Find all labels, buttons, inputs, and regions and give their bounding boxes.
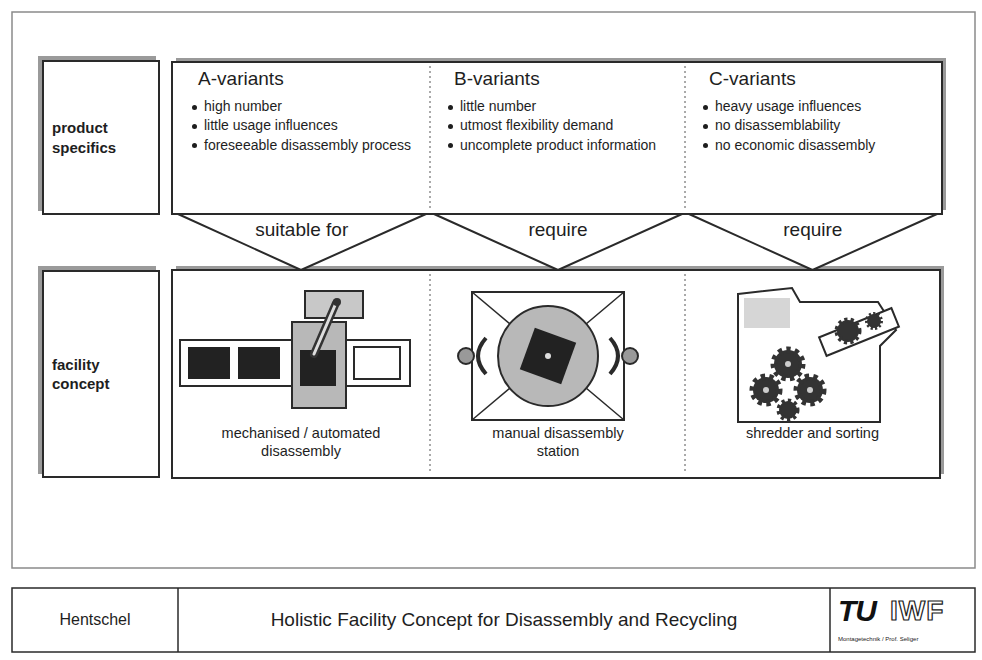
facility-caption: shredder and sorting [744, 424, 881, 442]
box-label: Hentschel [59, 611, 130, 629]
bullet-item: no disassemblability [701, 116, 931, 134]
box-label: facility concept [52, 355, 150, 394]
bullet-item: high number [190, 97, 420, 115]
page-frame [12, 12, 975, 568]
shredder-illustration [738, 288, 899, 422]
bullet-item: foreseeable disassembly process [190, 136, 420, 154]
variant-heading: C-variants [709, 68, 931, 91]
facility-column: manual disassembly station [432, 272, 684, 476]
footer-frame [12, 588, 975, 652]
manual-station-illustration [458, 292, 638, 420]
box-label: product specifics [52, 118, 150, 157]
footer-divider [177, 588, 179, 652]
diagram-title: Holistic Facility Concept for Disassembl… [180, 590, 828, 650]
author-cell: Hentschel [14, 590, 176, 650]
logo-text: IWF [890, 595, 944, 627]
bullet-item: little usage influences [190, 116, 420, 134]
variant-column: C-variants heavy usage influencesno disas… [687, 64, 939, 212]
funnel-connector [434, 214, 682, 270]
automated-line-illustration [180, 291, 410, 408]
column-divider [685, 66, 686, 210]
bullet-item: no economic disassembly [701, 136, 931, 154]
bullet-item: little number [446, 97, 676, 115]
logo-subtext: Montagetechnik / Prof. Seliger [838, 636, 918, 642]
variant-heading: A-variants [198, 68, 420, 91]
bullet-item: heavy usage influences [701, 97, 931, 115]
connector-label: require [525, 219, 590, 241]
funnel-connector [178, 214, 426, 270]
column-divider [430, 66, 431, 210]
footer-divider [829, 588, 831, 652]
row-label-box: product specifics [42, 60, 160, 215]
facility-band [172, 270, 940, 478]
variant-column: A-variants high numberlittle usage influe… [176, 64, 428, 212]
logo-text: TU [838, 594, 876, 628]
connector-label: require [780, 219, 845, 241]
row-label-box: facility concept [42, 270, 160, 478]
connector-label: suitable for [252, 219, 351, 241]
product-band [172, 62, 942, 214]
variant-column: B-variants little numberutmost flexibilit… [432, 64, 684, 212]
bullet-item: utmost flexibility demand [446, 116, 676, 134]
column-divider [685, 274, 686, 474]
facility-caption: mechanised / automated disassembly [212, 424, 391, 460]
funnel-connector [689, 214, 937, 270]
facility-caption: manual disassembly station [469, 424, 648, 460]
variant-heading: B-variants [454, 68, 676, 91]
facility-column: shredder and sorting [687, 272, 938, 476]
column-divider [430, 274, 431, 474]
facility-column: mechanised / automated disassembly [174, 272, 428, 476]
bullet-item: uncomplete product information [446, 136, 676, 154]
